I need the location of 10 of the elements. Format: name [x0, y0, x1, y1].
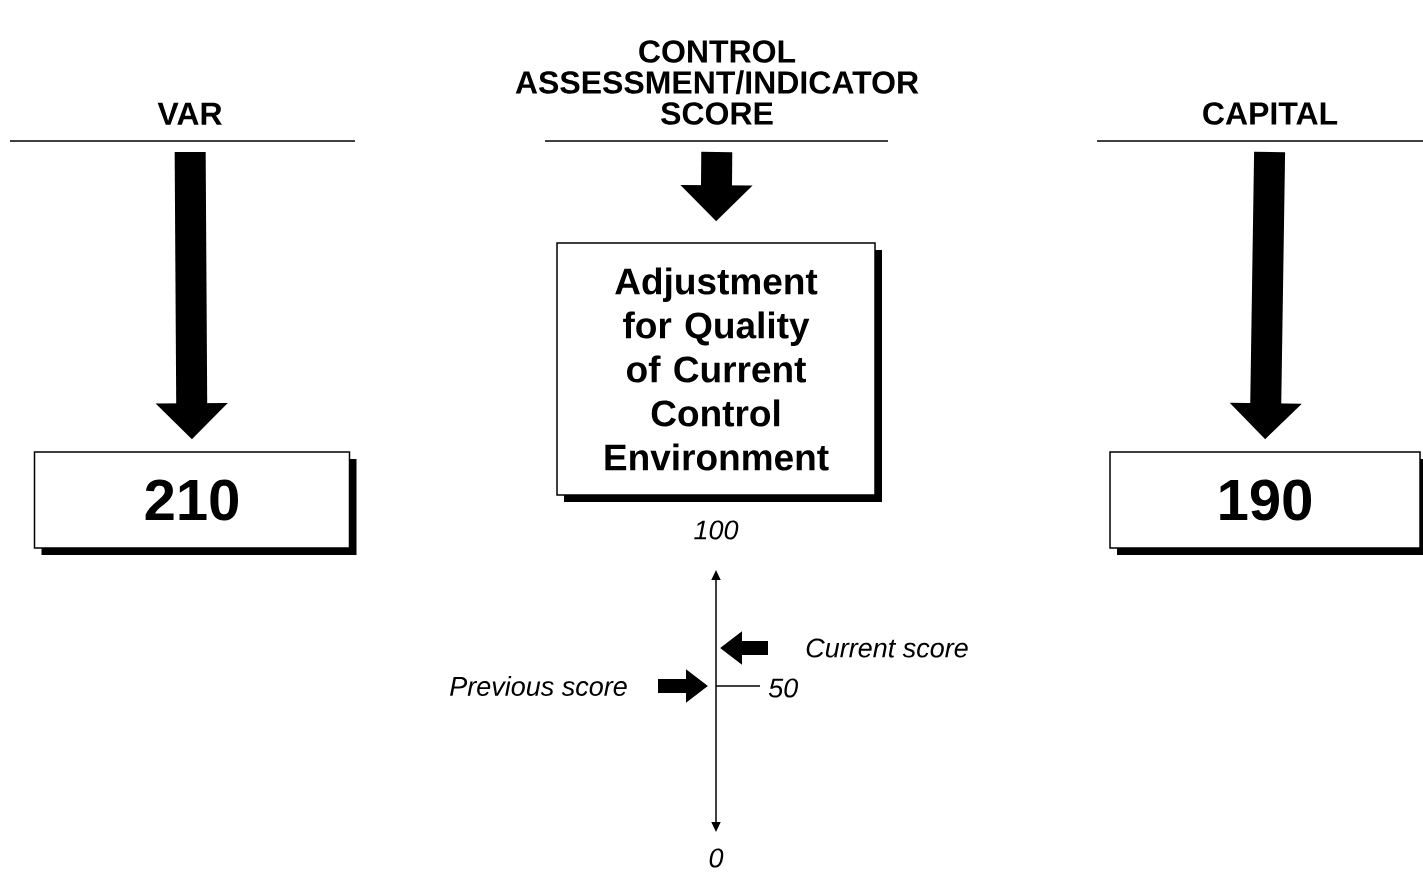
number-box: 190: [1109, 451, 1423, 555]
scale-label: Current score: [806, 638, 968, 658]
heading-text: CAPITAL: [1203, 102, 1338, 125]
scale-label: Previous score: [450, 676, 627, 696]
scale-label: 0: [709, 848, 724, 868]
scale-label: 50: [768, 678, 798, 698]
text-box: Adjustment for Quality of Current Control Environment: [556, 242, 882, 502]
heading-text: CONTROL ASSESSMENT/INDICATOR SCORE: [515, 40, 919, 125]
heading-text: VAR: [157, 102, 222, 125]
number-box: 210: [33, 451, 357, 555]
